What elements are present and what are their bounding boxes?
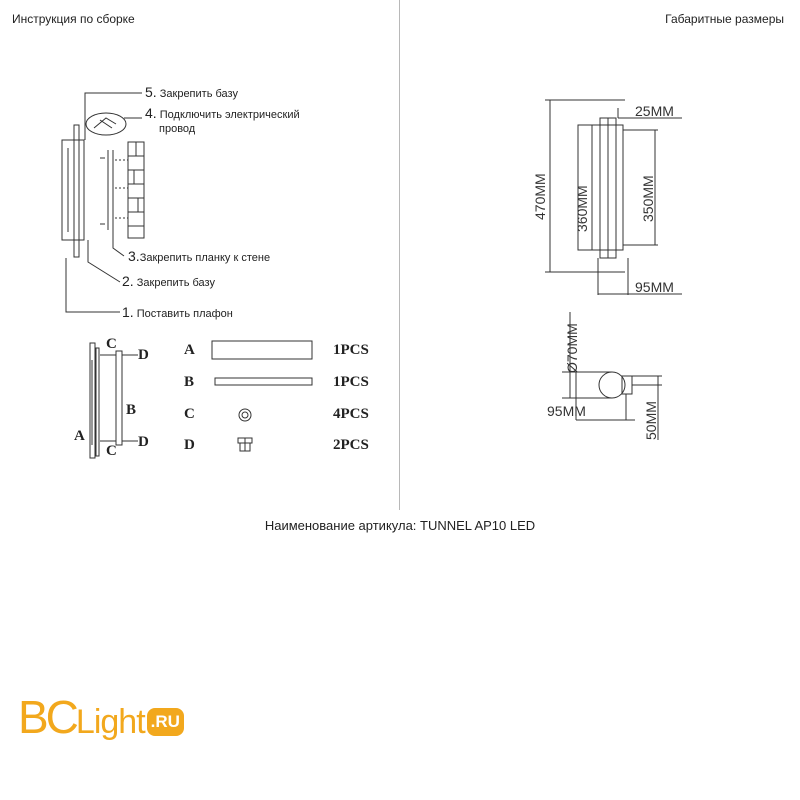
article-name: Наименование артикула: TUNNEL AP10 LED — [264, 518, 536, 533]
step-2: 2. Закрепить базу — [122, 273, 215, 289]
assembly-label-c-top: C — [106, 336, 117, 352]
step-4: 4. Подключить электрический провод — [145, 105, 300, 135]
assembly-label-d-top: D — [138, 347, 149, 363]
assembly-label-a: A — [74, 428, 85, 444]
part-c-qty: 4PCS — [333, 406, 369, 422]
dimensions-drawing: 25MM 470MM 360MM 350MM 95MM Ø70MM 95MM 5… — [532, 99, 682, 440]
dim-70: Ø70MM — [564, 323, 580, 373]
part-c-icon — [238, 408, 252, 422]
assembly-drawing — [61, 92, 313, 459]
lamp-side-view — [598, 371, 626, 399]
step-5: 5. Закрепить базу — [145, 84, 238, 100]
assembly-title: Инструкция по сборке — [12, 12, 135, 26]
part-a-qty: 1PCS — [333, 342, 369, 358]
assembly-label-c-bottom: C — [106, 443, 117, 459]
assembly-label-d-bottom: D — [138, 434, 149, 450]
dim-470: 470MM — [532, 173, 548, 220]
dim-350: 350MM — [640, 175, 656, 222]
part-d-letter: D — [184, 437, 195, 453]
dimensions-title: Габаритные размеры — [665, 12, 784, 26]
dim-50: 50MM — [643, 401, 659, 440]
lamp-body — [61, 139, 85, 241]
part-b-qty: 1PCS — [333, 374, 369, 390]
part-a-icon — [211, 340, 313, 360]
part-c-letter: C — [184, 406, 195, 422]
vertical-divider — [399, 0, 400, 510]
assembly-label-b: B — [126, 402, 137, 418]
part-b-letter: B — [184, 374, 195, 390]
dim-95-top: 95MM — [635, 279, 674, 295]
bclight-logo[interactable]: BCLight.RU — [18, 690, 184, 744]
part-d-qty: 2PCS — [333, 437, 369, 453]
dim-25: 25MM — [635, 103, 674, 119]
dim-95-side: 95MM — [547, 403, 586, 419]
part-a-letter: A — [184, 342, 195, 358]
step-3: 3.Закрепить планку к стене — [128, 248, 271, 264]
step-1: 1. Поставить плафон — [122, 304, 233, 320]
dim-360: 360MM — [574, 185, 590, 232]
part-b-icon — [214, 377, 313, 386]
